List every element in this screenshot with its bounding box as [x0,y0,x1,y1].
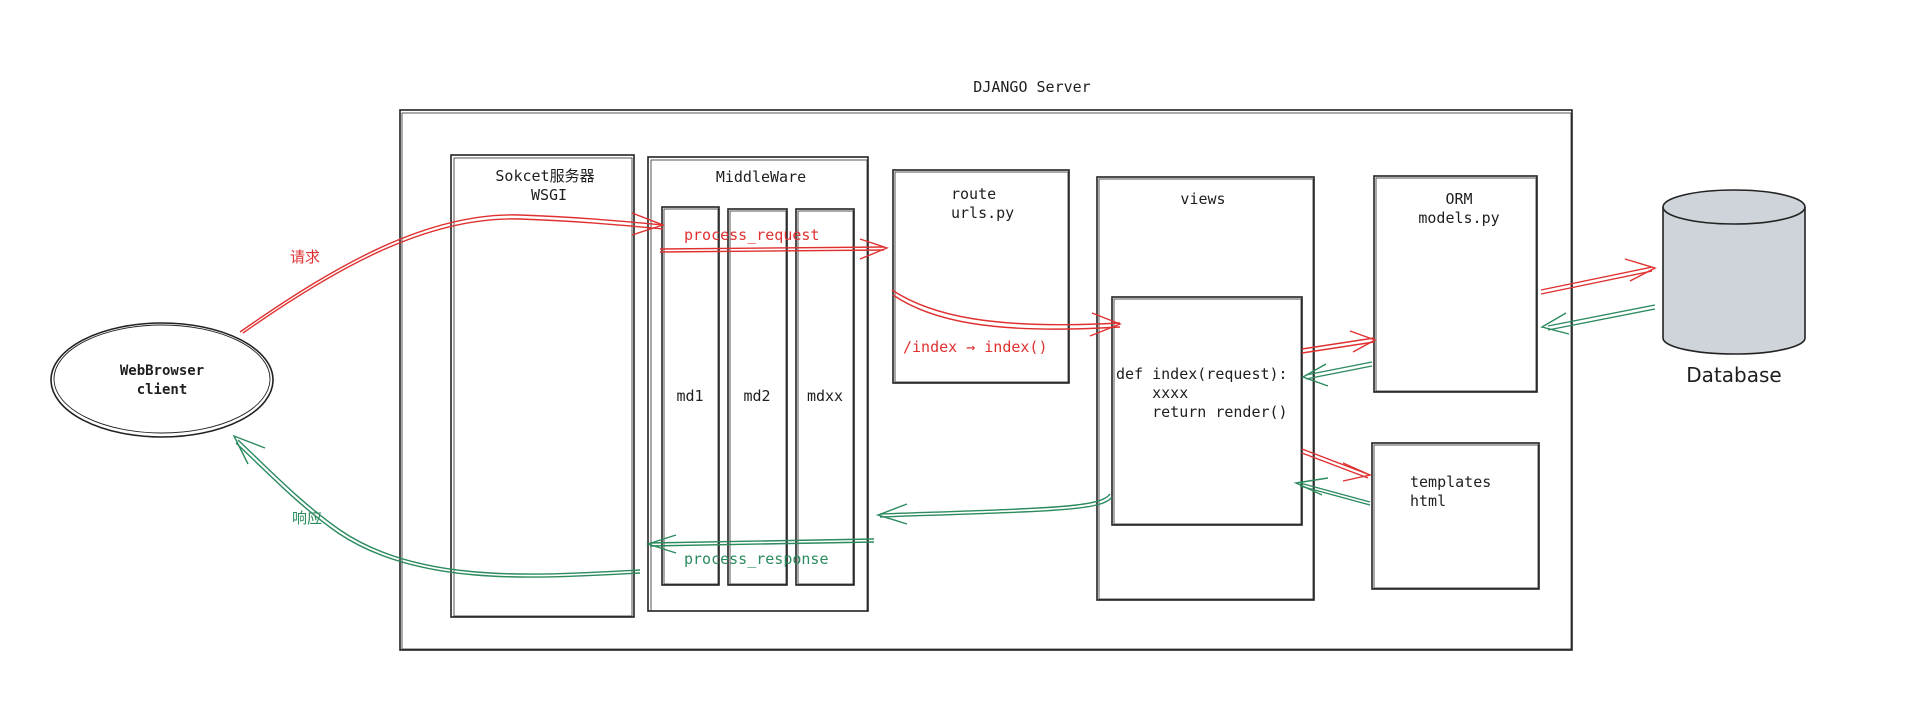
views-box: views def index(request): xxxx return re… [1096,176,1315,601]
views-code-line: return render() [1116,403,1288,421]
client-label-line1: WebBrowser [120,363,204,379]
socket-label-line2: WSGI [531,186,567,204]
database-cylinder: Database [1662,189,1806,387]
request-flow: 请求 process_request [239,212,1657,482]
templates-label-line2: html [1410,492,1446,510]
middleware-column-label: md1 [676,387,703,405]
route-mapping: /index → index() [903,338,1048,356]
views-title: views [1180,190,1225,208]
process-response-label: process_response [684,550,829,568]
middleware-column-mdxx [795,208,855,586]
views-code-line: def index(request): [1116,365,1288,383]
database-label: Database [1686,363,1781,387]
socket-server-box: Sokcet服务器 WSGI [450,154,635,618]
middleware-column-md1 [661,206,720,586]
views-code-box [1111,296,1303,526]
middleware-column-label: mdxx [807,387,843,405]
request-label: 请求 [290,248,320,266]
middleware-title: MiddleWare [716,168,806,186]
orm-box: ORM models.py [1373,175,1538,393]
templates-box: templates html [1371,442,1540,590]
middleware-column-label: md2 [743,387,770,405]
views-code-line: xxxx [1116,384,1188,402]
response-flow: process_response 响应 [232,304,1656,578]
route-box: route urls.py /index → index() [892,169,1070,384]
orm-label-line1: ORM [1445,190,1472,208]
server-title: DJANGO Server [973,78,1090,96]
orm-label-line2: models.py [1418,209,1499,227]
client-node: WebBrowser client [50,322,274,438]
middleware-box: MiddleWare md1 md2 mdxx [647,156,869,612]
process-request-label: process_request [684,226,819,244]
response-label: 响应 [292,509,322,527]
middleware-column-md2 [727,208,788,586]
templates-label-line1: templates [1410,473,1491,491]
client-label-line2: client [137,382,188,398]
socket-label-line1: Sokcet服务器 [495,167,594,185]
route-label-line1: route [951,185,996,203]
route-label-line2: urls.py [951,204,1014,222]
django-server-container: DJANGO Server [399,78,1573,651]
